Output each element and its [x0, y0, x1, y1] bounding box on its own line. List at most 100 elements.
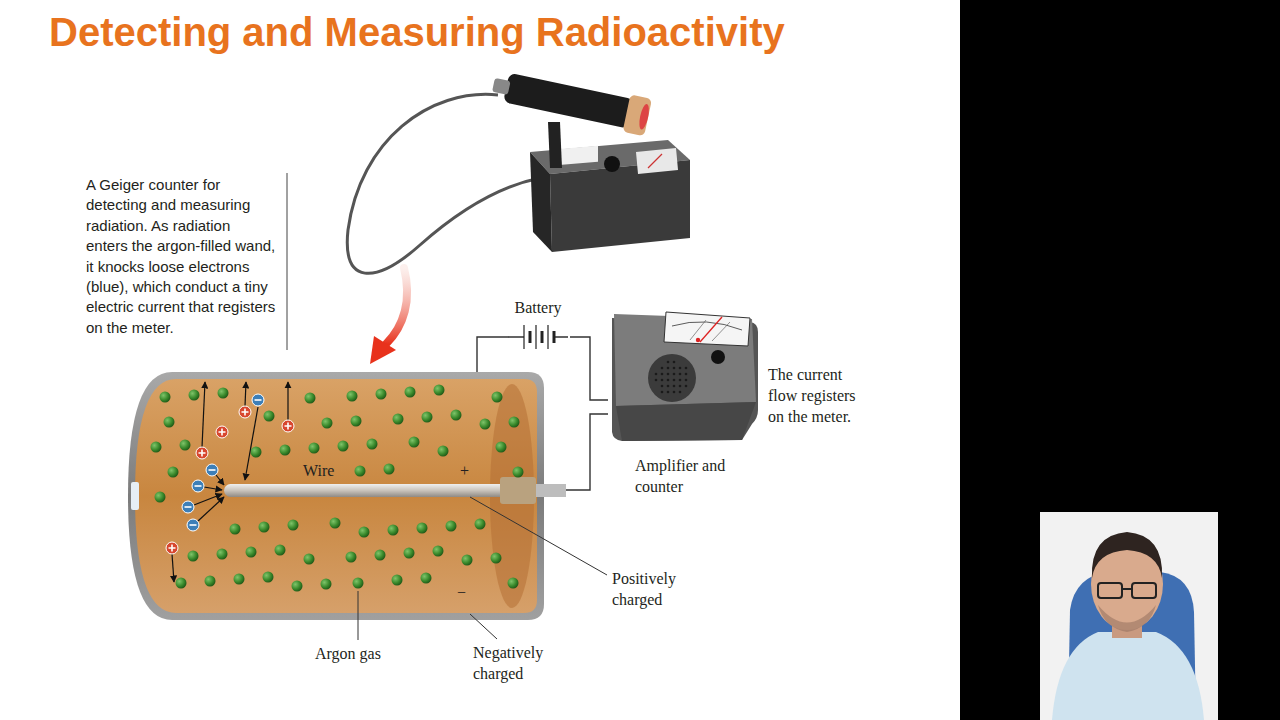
ion-track	[199, 450, 206, 457]
ion-track	[239, 406, 251, 418]
argon-atom	[513, 467, 524, 478]
caption-rule	[287, 173, 288, 350]
amplifier-counter: Amplifier and counter	[608, 305, 762, 499]
argon-atom	[218, 388, 229, 399]
geiger-tube-illustration	[128, 372, 544, 620]
argon-atom	[264, 411, 275, 422]
ion-track	[182, 501, 194, 513]
speaker-grille	[673, 385, 676, 388]
argon-atom	[155, 492, 166, 503]
ion-track	[182, 501, 194, 513]
geiger-device	[347, 94, 540, 273]
argon-atom	[462, 555, 473, 566]
slide-title: Detecting and Measuring Radioactivity	[49, 9, 785, 55]
geiger-device	[503, 73, 634, 129]
battery-symbol	[554, 336, 568, 337]
node-label: Wire	[303, 460, 334, 481]
speaker-grille	[685, 373, 688, 376]
leader-line	[358, 497, 607, 640]
argon-atom	[433, 546, 444, 557]
argon-atom	[217, 549, 228, 560]
argon-atom	[491, 553, 502, 564]
ion-track	[169, 545, 176, 552]
geiger-device	[490, 66, 652, 136]
video-panel	[1052, 632, 1204, 720]
speaker-grille	[667, 361, 670, 364]
argon-atom	[322, 418, 333, 429]
argon-atom	[160, 392, 171, 403]
video-panel	[960, 0, 1280, 720]
meter-illustration	[664, 312, 750, 346]
argon-atom	[230, 524, 241, 535]
geiger-device	[636, 148, 678, 174]
speaker-grille	[667, 367, 670, 370]
battery-symbol	[529, 331, 532, 343]
wire-connector	[566, 414, 608, 490]
argon-atom	[508, 578, 519, 589]
speaker-grille	[673, 379, 676, 382]
argon-atom	[388, 525, 399, 536]
geiger-tube-illustration	[500, 477, 536, 504]
argon-atom	[446, 521, 457, 532]
leader-line	[470, 614, 497, 639]
battery-symbol	[523, 325, 524, 349]
argon-atom	[151, 385, 524, 592]
argon-atom	[338, 441, 349, 452]
speaker-grille	[667, 385, 670, 388]
argon-atom	[304, 554, 315, 565]
argon-atom	[451, 410, 462, 421]
battery-symbol	[508, 336, 524, 337]
part-label: Argon gas	[315, 643, 381, 664]
ion-track	[209, 469, 216, 471]
meter-illustration	[700, 317, 722, 342]
ion-track	[190, 524, 197, 526]
ion-track	[252, 394, 264, 406]
speaker-grille	[655, 373, 658, 376]
argon-atom	[246, 547, 257, 558]
geiger-device	[623, 94, 652, 136]
ion-track	[172, 554, 174, 582]
argon-atom	[392, 575, 403, 586]
argon-atom	[330, 518, 341, 529]
argon-atom	[422, 412, 433, 423]
speaker-grille	[661, 367, 664, 370]
argon-atom	[251, 447, 262, 458]
ion-track	[255, 399, 262, 401]
argon-atom	[351, 416, 362, 427]
ion-track	[282, 420, 294, 432]
ion-track	[185, 506, 192, 508]
speaker-grille	[679, 373, 682, 376]
argon-atom	[405, 387, 416, 398]
ion-track	[252, 394, 264, 406]
argon-atom	[359, 527, 370, 538]
ion-track	[219, 429, 226, 436]
meter-illustration	[711, 350, 725, 364]
figure-caption: A Geiger counter for detecting and measu…	[86, 175, 276, 338]
leader-line	[470, 497, 607, 575]
ion-track	[195, 485, 202, 487]
battery-symbol	[535, 325, 536, 349]
argon-atom	[205, 576, 216, 587]
argon-atom	[188, 551, 199, 562]
speaker-grille	[679, 391, 682, 394]
geiger-tube-illustration	[536, 484, 566, 497]
caption-rule	[287, 173, 288, 350]
argon-atom	[346, 552, 357, 563]
speaker-grille	[673, 367, 676, 370]
geiger-tube-illustration	[135, 379, 537, 613]
geiger-device	[530, 152, 552, 252]
video-panel	[1092, 532, 1162, 578]
meter-illustration	[690, 320, 706, 340]
speaker-grille	[673, 373, 676, 376]
video-panel	[1098, 583, 1122, 598]
speaker-grille	[667, 373, 670, 376]
speaker-grille	[655, 361, 688, 394]
ion-track	[216, 475, 224, 485]
argon-atom	[259, 522, 270, 533]
ion-track	[285, 423, 292, 430]
argon-atom	[305, 393, 316, 404]
video-panel	[960, 0, 1280, 720]
speaker-grille	[661, 373, 664, 376]
